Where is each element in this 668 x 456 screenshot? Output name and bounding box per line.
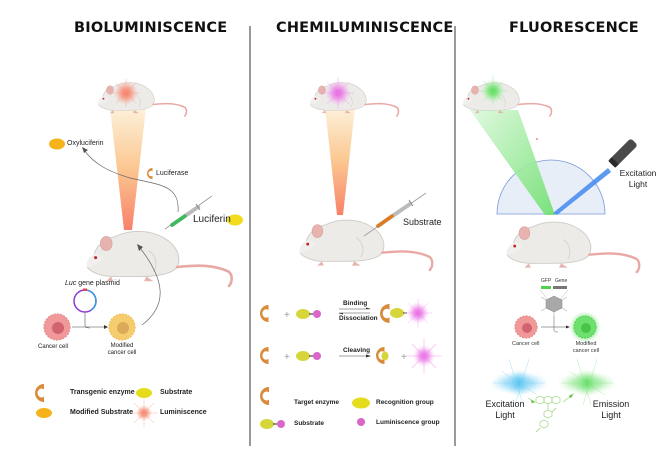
plasmid-label-italic: Luc	[65, 280, 77, 287]
emission-glow	[557, 358, 617, 406]
chemi-substrate-label: Substrate	[403, 217, 442, 227]
dissociation-label: Dissociation	[339, 315, 378, 322]
legend-label-recognition-group: Recognition group	[376, 399, 434, 406]
legend-label-substrate: Substrate	[160, 389, 193, 396]
svg-text:+: +	[284, 352, 290, 363]
bio-modified-cell-label: Modified cancer cell	[104, 343, 140, 357]
fluor-modified-cancer-cell	[569, 311, 601, 343]
bio-cancer-cell-label: Cancer cell	[38, 344, 69, 350]
legend-target-enzyme-icon	[260, 387, 269, 405]
fluor-modified-cell-label-line2: cancer cell	[572, 347, 600, 354]
legend-luminiscence-icon	[129, 398, 159, 428]
legend-substrate-icon	[136, 388, 152, 398]
viral-vector-icon	[540, 295, 568, 316]
chemi-light-beam	[325, 108, 355, 215]
cleaving-label: Cleaving	[343, 347, 371, 354]
arrowhead-icon	[104, 325, 108, 329]
panel-title-chemiluminescence: CHEMILUMINISCENCE	[276, 20, 454, 36]
luciferin-icon	[227, 214, 243, 226]
chemi-top-glow	[321, 76, 355, 110]
legend-recognition-group-icon	[352, 397, 370, 409]
emission-light-label: Emission Light	[587, 399, 635, 421]
bio-cancer-cell	[43, 313, 71, 341]
fluor-modified-cell-label: Modified cancer cell	[570, 341, 602, 354]
fluor-top-glow	[479, 75, 507, 105]
bio-modified-cell-label-line1: Modified	[110, 343, 134, 349]
bio-top-glow	[111, 78, 141, 108]
excitation-light-top-line1: Excitation	[619, 168, 657, 178]
fluorophore-molecule-icon	[527, 393, 574, 433]
legend-label-transgenic-enzyme: Transgenic enzyme	[70, 389, 135, 396]
panel-divider-right	[454, 26, 456, 446]
plasmid-arrow	[84, 313, 91, 329]
legend-modified-substrate-icon	[36, 408, 52, 418]
legend-label-luminiscence-group: Luminiscence group	[376, 419, 440, 426]
gfp-gene-construct	[539, 286, 569, 301]
oxyluciferin-label: Oxyluciferin	[67, 140, 104, 147]
excitation-light-top-line2: Light	[628, 179, 648, 189]
legend-label-target-enzyme: Target enzyme	[294, 399, 340, 406]
fluor-main-mouse	[505, 220, 641, 274]
fluor-blue-beam	[553, 168, 611, 215]
bio-main-mouse	[85, 230, 233, 288]
panel-title-fluorescence: FLUORESCENCE	[509, 20, 639, 36]
gfp-arrow	[553, 316, 559, 333]
luc-plasmid-icon	[73, 288, 97, 313]
plasmid-label: Luc gene plasmid	[65, 280, 120, 287]
bio-metabolism-arrow	[83, 149, 179, 213]
excitation-light-source-icon	[608, 139, 637, 168]
fluor-green-beam	[470, 110, 555, 215]
emission-light-line2: Light	[601, 410, 621, 420]
plasmid-label-rest: gene plasmid	[76, 280, 120, 287]
panel-divider-left	[249, 26, 251, 446]
binding-label: Binding	[343, 300, 368, 307]
gfp-label: GFP	[541, 278, 552, 284]
luciferase-label: Luciferase	[156, 170, 189, 177]
bio-modified-cancer-cell	[108, 313, 136, 341]
oxyluciferin-icon	[49, 138, 65, 150]
bio-light-beam	[110, 108, 146, 230]
fluor-modified-cell-label-line1: Modified	[575, 341, 597, 347]
legend-luminiscence-group-icon	[357, 418, 365, 426]
bio-syringe-icon	[164, 195, 213, 230]
legend-label-chemi-substrate: Substrate	[294, 420, 324, 427]
reaction-cleaving: + +	[260, 338, 442, 374]
arrowhead-icon	[82, 147, 88, 153]
legend-transgenic-enzyme-icon	[35, 384, 44, 402]
excitation-light-bottom-line2: Light	[495, 410, 515, 420]
excitation-light-top-label: Excitation Light	[614, 168, 662, 190]
legend-chemi-substrate-icon	[260, 419, 285, 429]
chemi-syringe-icon	[363, 192, 427, 237]
svg-text:+: +	[284, 310, 290, 321]
arrowhead-icon	[566, 325, 570, 329]
fluor-cancer-cell-label: Cancer cell	[512, 341, 540, 347]
legend-label-luminiscence: Luminiscence	[160, 409, 207, 416]
excitation-light-bottom-label: Excitation Light	[481, 399, 529, 421]
luciferase-icon	[147, 168, 153, 179]
stray-dot	[536, 138, 538, 140]
target-enzyme-icon	[260, 305, 269, 322]
fluor-cancer-cell	[514, 315, 538, 339]
excitation-light-bottom-line1: Excitation	[485, 399, 525, 409]
reaction-binding: +	[260, 298, 433, 328]
chemi-main-mouse	[298, 218, 434, 272]
excitation-glow	[489, 358, 549, 406]
panel-title-bioluminescence: BIOLUMINISCENCE	[74, 20, 228, 36]
gene-label: Gene	[555, 278, 568, 284]
svg-text:+: +	[401, 352, 407, 363]
legend-label-modified-substrate: Modified Substrate	[70, 409, 134, 416]
luciferin-label: Luciferin	[193, 214, 231, 225]
bio-implant-arrow	[139, 247, 161, 326]
emission-light-line1: Emission	[592, 399, 630, 409]
bio-modified-cell-label-line2: cancer cell	[107, 350, 137, 356]
arrowhead-icon	[137, 244, 143, 251]
